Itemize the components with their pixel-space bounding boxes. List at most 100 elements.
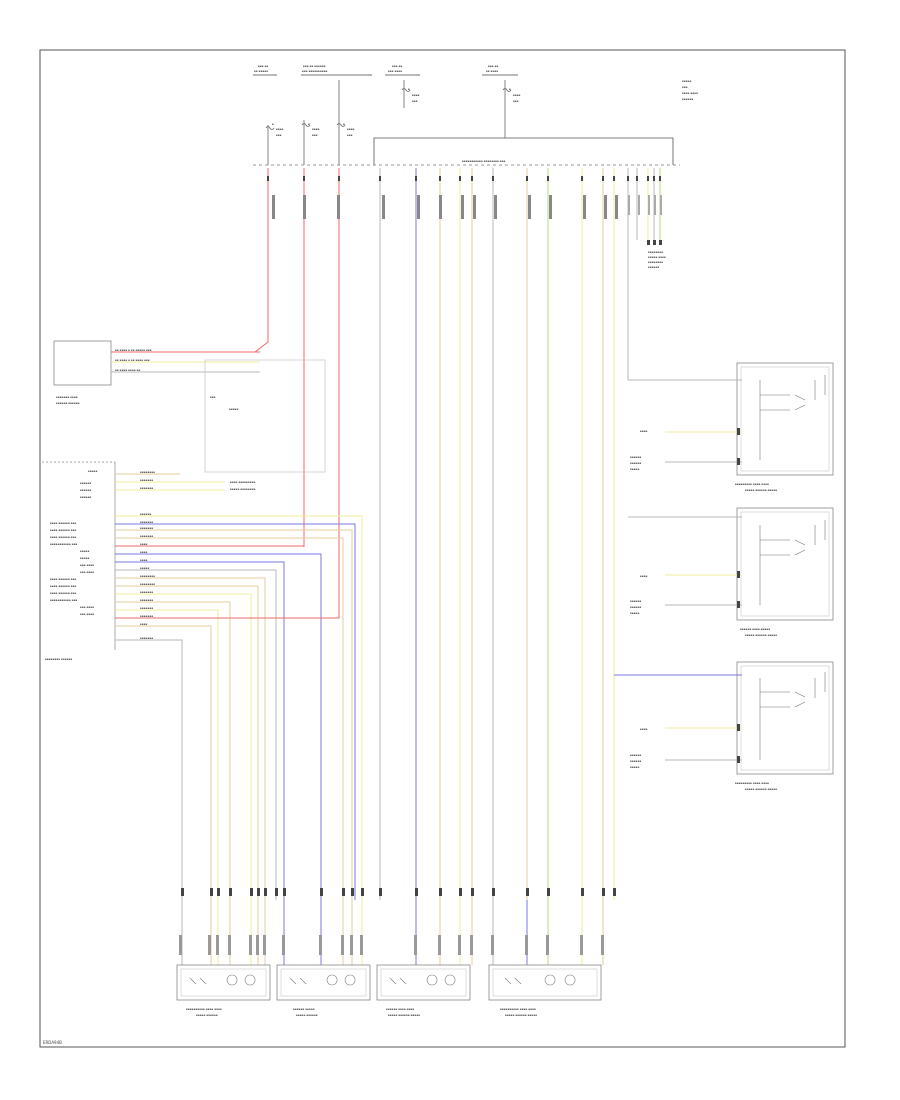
fuse-group [265,80,512,165]
svg-text:▪▪▪▪▪▪▪▪▪ ▪▪▪▪ ▪▪▪▪: ▪▪▪▪▪▪▪▪▪ ▪▪▪▪ ▪▪▪▪ [735,781,769,785]
svg-text:▪▪▪▪▪ ▪▪▪▪▪▪▪▪: ▪▪▪▪▪ ▪▪▪▪▪▪▪▪ [230,487,256,491]
driver-door-switch: ▪▪▪▪▪▪▪ ▪▪▪▪ ▪▪▪▪▪▪ ▪▪▪▪▪▪ ▪▪ ▪▪▪▪ ▪ ▪▪ … [53,340,326,473]
svg-text:▪▪▪▪: ▪▪▪▪ [640,727,648,731]
electronic-junction-box: ▪▪▪▪▪▪▪▪▪▪▪ ▪▪▪▪▪▪▪▪ ▪▪▪ [253,137,680,166]
svg-text:▪▪▪: ▪▪▪ [276,133,282,137]
svg-text:▪▪▪ ▪▪: ▪▪▪ ▪▪ [392,64,402,68]
svg-text:▪▪▪▪ ▪▪▪▪▪▪ ▪▪▪: ▪▪▪▪ ▪▪▪▪▪▪ ▪▪▪ [50,535,77,539]
svg-text:▪▪▪ ▪▪: ▪▪▪ ▪▪ [258,64,268,68]
svg-text:▪▪▪▪▪ ▪▪▪▪▪▪ ▪▪▪▪▪: ▪▪▪▪▪ ▪▪▪▪▪▪ ▪▪▪▪▪ [745,488,777,492]
svg-text:▪▪ ▪▪▪▪: ▪▪ ▪▪▪▪ [486,69,498,73]
svg-text:▪▪▪▪▪▪▪▪: ▪▪▪▪▪▪▪▪ [140,582,155,586]
svg-text:▪▪▪▪▪▪ ▪▪▪▪▪▪: ▪▪▪▪▪▪ ▪▪▪▪▪▪ [56,401,80,405]
svg-text:▪▪▪ ▪▪ ▪▪▪▪▪▪: ▪▪▪ ▪▪ ▪▪▪▪▪▪ [303,64,326,68]
svg-text:▪▪▪ ▪▪: ▪▪▪ ▪▪ [488,64,498,68]
svg-text:▪▪▪: ▪▪▪ [682,85,688,89]
svg-text:▪▪▪▪ ▪▪▪▪▪▪ ▪▪▪: ▪▪▪▪ ▪▪▪▪▪▪ ▪▪▪ [50,521,77,525]
svg-text:▪▪▪▪▪▪▪: ▪▪▪▪▪▪▪ [140,486,153,490]
svg-text:▪▪▪▪▪▪▪: ▪▪▪▪▪▪▪ [140,598,153,602]
svg-text:▪▪▪▪▪▪: ▪▪▪▪▪▪ [630,599,641,603]
svg-text:▪▪ ▪▪▪▪▪: ▪▪ ▪▪▪▪▪ [254,69,268,73]
svg-text:▪▪▪▪: ▪▪▪▪ [412,93,420,97]
svg-text:▪▪▪▪▪▪ ▪▪▪▪ ▪▪▪▪: ▪▪▪▪▪▪ ▪▪▪▪ ▪▪▪▪ [386,1007,414,1011]
trunk-wires [254,168,661,900]
svg-text:▪▪▪: ▪▪▪ [513,99,519,103]
svg-text:▪▪▪: ▪▪▪ [312,133,318,137]
svg-text:▪▪▪▪▪▪▪▪▪▪ ▪▪▪▪ ▪▪▪▪: ▪▪▪▪▪▪▪▪▪▪ ▪▪▪▪ ▪▪▪▪ [500,1007,536,1011]
svg-text:▪▪▪ ▪▪▪▪▪▪▪▪▪▪: ▪▪▪ ▪▪▪▪▪▪▪▪▪▪ [302,69,328,73]
svg-text:▪: ▪ [272,122,274,126]
svg-text:▪▪▪: ▪▪▪ [347,133,353,137]
svg-text:▪▪▪▪▪▪▪: ▪▪▪▪▪▪▪ [140,590,153,594]
svg-text:▪▪ ▪▪▪▪ ▪ ▪▪ ▪▪▪▪▪ ▪▪▪: ▪▪ ▪▪▪▪ ▪ ▪▪ ▪▪▪▪▪ ▪▪▪ [115,348,152,352]
svg-text:▪▪▪▪ ▪▪▪▪▪▪ ▪▪▪: ▪▪▪▪ ▪▪▪▪▪▪ ▪▪▪ [50,591,77,595]
svg-text:▪▪▪▪▪ ▪▪▪▪▪▪ ▪▪▪▪▪: ▪▪▪▪▪ ▪▪▪▪▪▪ ▪▪▪▪▪ [505,1013,537,1017]
svg-text:▪▪▪▪▪: ▪▪▪▪▪ [630,467,640,471]
svg-text:▪▪▪▪: ▪▪▪▪ [640,574,648,578]
svg-text:▪: ▪ [509,87,511,91]
fuse-labels: ▪▪▪▪▪▪▪▪ ▪▪▪▪▪▪▪▪ ▪▪▪▪▪▪▪▪ ▪▪▪▪▪▪▪▪ ▪▪▪▪… [272,87,521,137]
svg-text:▪▪▪▪: ▪▪▪▪ [140,542,148,546]
svg-text:▪▪▪ ▪▪▪▪: ▪▪▪ ▪▪▪▪ [80,605,94,609]
svg-text:▪: ▪ [308,122,310,126]
svg-text:▪▪▪▪▪ ▪▪▪▪▪▪ ▪▪▪▪▪: ▪▪▪▪▪ ▪▪▪▪▪▪ ▪▪▪▪▪ [745,633,777,637]
svg-text:▪▪▪▪▪▪ ▪▪▪▪ ▪▪▪▪▪: ▪▪▪▪▪▪ ▪▪▪▪ ▪▪▪▪▪ [740,627,770,631]
svg-text:▪▪▪▪ ▪▪▪▪: ▪▪▪▪ ▪▪▪▪ [682,91,698,95]
trunk-connector-pins [267,176,661,181]
svg-text:▪▪▪▪▪: ▪▪▪▪▪ [229,407,239,411]
svg-text:▪▪▪▪▪▪▪: ▪▪▪▪▪▪▪ [140,520,153,524]
svg-text:▪▪▪▪▪▪▪ ▪▪▪▪: ▪▪▪▪▪▪▪ ▪▪▪▪ [56,395,78,399]
ground-connector-top: ▪▪▪▪▪▪▪▪ ▪▪▪▪▪ ▪▪▪▪ ▪▪▪▪▪▪▪▪ ▪▪▪▪▪▪ [647,240,666,269]
motor-internal-symbols [189,974,576,986]
trunk-wire-labels [272,195,662,219]
svg-text:▪▪▪▪▪▪: ▪▪▪▪▪▪ [630,759,641,763]
svg-text:▪▪ ▪▪▪▪ ▪▪▪▪ ▪▪: ▪▪ ▪▪▪▪ ▪▪▪▪ ▪▪ [115,368,141,372]
svg-text:▪▪ ▪▪▪▪ ▪ ▪▪ ▪▪▪▪ ▪▪▪: ▪▪ ▪▪▪▪ ▪ ▪▪ ▪▪▪▪ ▪▪▪ [115,358,150,362]
svg-text:▪▪▪▪ ▪▪▪▪▪▪ ▪▪▪: ▪▪▪▪ ▪▪▪▪▪▪ ▪▪▪ [50,577,77,581]
svg-text:▪▪▪▪▪▪: ▪▪▪▪▪▪ [80,495,91,499]
svg-text:▪▪▪▪▪▪: ▪▪▪▪▪▪ [648,265,659,269]
svg-text:▪▪▪▪: ▪▪▪▪ [640,429,648,433]
control-module-left: ▪▪▪▪▪▪▪▪ ▪▪▪▪▪▪ ▪▪▪▪▪ ▪▪▪▪▪▪ ▪▪▪▪▪▪ ▪▪▪▪… [42,461,116,661]
svg-text:▪: ▪ [408,87,410,91]
svg-text:▪▪▪▪▪▪▪▪▪▪▪ ▪▪▪: ▪▪▪▪▪▪▪▪▪▪▪ ▪▪▪ [50,542,78,546]
svg-text:▪▪▪▪: ▪▪▪▪ [140,558,148,562]
diagram-id: ERDA94B [43,1040,62,1045]
power-feed-labels: ▪▪▪ ▪▪ ▪▪ ▪▪▪▪▪ ▪▪▪ ▪▪ ▪▪▪▪▪▪ ▪▪▪ ▪▪▪▪▪▪… [253,64,698,101]
left-module-wire-labels: ▪▪▪▪▪▪▪▪ ▪▪▪▪▪▪▪ ▪▪▪▪▪▪▪ ▪▪▪▪ ▪▪▪▪▪▪▪▪▪ … [140,470,256,640]
svg-text:▪▪▪▪▪▪▪▪ ▪▪▪▪▪▪: ▪▪▪▪▪▪▪▪ ▪▪▪▪▪▪ [45,657,73,661]
svg-text:▪▪▪▪: ▪▪▪▪ [140,550,148,554]
svg-text:▪▪▪: ▪▪▪ [210,395,216,399]
svg-text:▪▪▪▪▪▪▪▪▪▪ ▪▪▪▪ ▪▪▪▪: ▪▪▪▪▪▪▪▪▪▪ ▪▪▪▪ ▪▪▪▪ [186,1007,222,1011]
switch-internal-contacts [759,375,826,760]
svg-text:▪▪▪▪▪▪ ▪▪▪▪▪: ▪▪▪▪▪▪ ▪▪▪▪▪ [293,1007,315,1011]
svg-text:▪▪▪▪▪▪▪▪: ▪▪▪▪▪▪▪▪ [648,260,663,264]
svg-text:▪▪▪▪▪ ▪▪▪▪▪▪: ▪▪▪▪▪ ▪▪▪▪▪▪ [296,1013,318,1017]
diagram-frame [39,49,846,1048]
bottom-wire-stubs [181,900,604,965]
svg-text:▪▪▪▪: ▪▪▪▪ [513,93,521,97]
svg-text:▪▪▪▪▪▪▪: ▪▪▪▪▪▪▪ [140,636,153,640]
svg-text:▪▪▪: ▪▪▪ [412,99,418,103]
svg-text:▪▪▪▪ ▪▪▪▪▪▪▪▪▪: ▪▪▪▪ ▪▪▪▪▪▪▪▪▪ [230,480,256,484]
left-module-wires [115,473,363,900]
svg-text:▪▪▪▪▪▪▪: ▪▪▪▪▪▪▪ [140,614,153,618]
svg-text:▪▪▪▪▪▪: ▪▪▪▪▪▪ [630,605,641,609]
svg-text:▪▪▪▪▪▪▪: ▪▪▪▪▪▪▪ [140,534,153,538]
right-window-switches: ▪▪▪▪▪▪▪▪▪ ▪▪▪▪ ▪▪▪▪ ▪▪▪▪▪ ▪▪▪▪▪▪ ▪▪▪▪▪ ▪… [614,362,834,791]
svg-text:▪▪▪▪▪▪: ▪▪▪▪▪▪ [630,753,641,757]
svg-text:▪▪▪▪: ▪▪▪▪ [140,622,148,626]
svg-text:▪▪▪ ▪▪▪▪: ▪▪▪ ▪▪▪▪ [80,612,94,616]
svg-text:▪▪▪ ▪▪▪▪: ▪▪▪ ▪▪▪▪ [388,69,402,73]
svg-text:▪▪▪▪▪▪: ▪▪▪▪▪▪ [630,461,641,465]
svg-text:▪▪▪▪▪: ▪▪▪▪▪ [630,611,640,615]
svg-text:▪▪▪▪▪▪: ▪▪▪▪▪▪ [80,481,91,485]
svg-text:▪▪▪▪▪ ▪▪▪▪▪▪: ▪▪▪▪▪ ▪▪▪▪▪▪ [196,1013,218,1017]
svg-text:▪▪▪▪▪▪: ▪▪▪▪▪▪ [682,97,693,101]
svg-text:▪: ▪ [343,122,345,126]
svg-text:▪▪▪▪▪▪▪▪▪ ▪▪▪▪ ▪▪▪▪: ▪▪▪▪▪▪▪▪▪ ▪▪▪▪ ▪▪▪▪ [735,482,769,486]
svg-text:▪▪▪▪ ▪▪▪▪▪▪ ▪▪▪: ▪▪▪▪ ▪▪▪▪▪▪ ▪▪▪ [50,584,77,588]
svg-text:▪▪▪▪▪: ▪▪▪▪▪ [80,556,90,560]
svg-text:▪▪▪▪▪▪▪▪▪▪▪ ▪▪▪: ▪▪▪▪▪▪▪▪▪▪▪ ▪▪▪ [50,598,78,602]
